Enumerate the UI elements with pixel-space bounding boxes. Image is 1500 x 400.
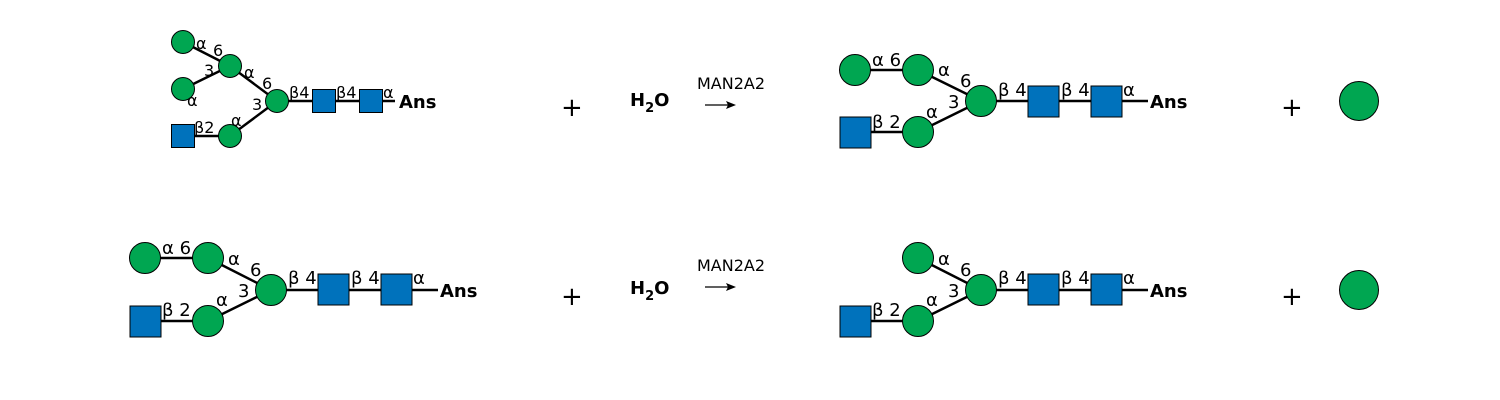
linkage-label: β 4 xyxy=(1061,80,1090,101)
glcnac-icon xyxy=(317,273,350,306)
mannose-icon xyxy=(965,85,997,117)
reaction-1-reactant-glycan: α 6 α 3 α 6 β2 α 3 β4 β4 α Ans xyxy=(171,30,436,148)
linkage-label: α xyxy=(926,290,938,311)
mannose-icon xyxy=(839,54,871,86)
linkage-label: α xyxy=(1123,268,1135,289)
reaction-arrow: MAN2A2 xyxy=(697,256,765,291)
linkage-label: α 6 xyxy=(162,238,191,259)
mannose-icon xyxy=(902,116,934,148)
glcnac-icon xyxy=(359,89,383,113)
water-molecule: H2O xyxy=(630,278,669,304)
glcnac-icon xyxy=(380,273,413,306)
mannose-icon xyxy=(902,54,934,86)
plus-sign: + xyxy=(561,282,583,312)
linkage-label: α 6 xyxy=(872,50,901,71)
linkage-label: 6 xyxy=(213,41,223,60)
enzyme-label: MAN2A2 xyxy=(697,74,765,93)
mannose-icon xyxy=(129,242,161,274)
reaction-arrow-icon xyxy=(705,283,736,291)
linkage-label: α xyxy=(938,249,950,270)
linkage-label: α xyxy=(926,102,938,123)
glcnac-icon xyxy=(1027,273,1060,306)
glcnac-icon xyxy=(1090,273,1123,306)
linkage-label: β4 xyxy=(336,83,356,102)
linkage-label: 6 xyxy=(960,260,971,281)
water-label: H2O xyxy=(630,278,669,304)
reaction-arrow: MAN2A2 xyxy=(697,74,765,109)
linkage-label: 6 xyxy=(262,74,272,93)
linkage-label: 3 xyxy=(948,92,959,113)
mannose-icon xyxy=(218,124,242,148)
plus-sign: + xyxy=(561,93,583,123)
mannose-icon xyxy=(265,89,289,113)
plus-sign: + xyxy=(1281,282,1303,312)
glcnac-icon xyxy=(312,89,336,113)
reaction-2: α 6 α 6 β 2 α 3 β 4 β 4 α Ans + H2O MAN2… xyxy=(129,238,1379,338)
aglycone-label: Ans xyxy=(399,92,436,113)
reaction-2-product-glycan: α 6 β 2 α 3 β 4 β 4 α Ans xyxy=(839,242,1187,338)
glcnac-icon xyxy=(171,124,195,148)
linkage-label: 3 xyxy=(252,95,262,114)
linkage-label: 3 xyxy=(948,281,959,302)
reaction-2-reactant-glycan: α 6 α 6 β 2 α 3 β 4 β 4 α Ans xyxy=(129,238,477,338)
aglycone-label: Ans xyxy=(1150,281,1187,302)
linkage-label: β 4 xyxy=(998,80,1027,101)
mannose-icon xyxy=(255,274,287,306)
linkage-label: β 4 xyxy=(351,268,380,289)
plus-sign: + xyxy=(1281,93,1303,123)
reaction-1: α 6 α 3 α 6 β2 α 3 β4 β4 α Ans + H2O MAN… xyxy=(171,30,1379,149)
linkage-label: β4 xyxy=(289,83,309,102)
mannose-icon xyxy=(171,77,195,101)
glcnac-icon xyxy=(129,305,162,338)
linkage-label: α xyxy=(187,91,198,110)
linkage-label: α xyxy=(244,63,255,82)
glcnac-icon xyxy=(839,116,872,149)
linkage-label: α xyxy=(413,268,425,289)
reaction-arrow-icon xyxy=(705,101,736,109)
mannose-icon xyxy=(902,305,934,337)
reaction-1-product-glycan: α 6 α 6 β 2 α 3 β 4 β 4 α Ans xyxy=(839,50,1187,149)
mannose-icon xyxy=(902,242,934,274)
enzyme-label: MAN2A2 xyxy=(697,256,765,275)
linkage-label: α xyxy=(196,34,207,53)
mannose-icon xyxy=(192,242,224,274)
linkage-label: β2 xyxy=(194,118,214,137)
mannose-icon xyxy=(218,54,242,78)
mannose-icon xyxy=(1339,270,1379,310)
linkage-label: 6 xyxy=(960,71,971,92)
water-label: H2O xyxy=(630,90,669,116)
glcnac-icon xyxy=(839,305,872,338)
linkage-label: β 2 xyxy=(872,300,901,321)
linkage-label: α xyxy=(938,60,950,81)
linkage-label: α xyxy=(216,290,228,311)
glcnac-icon xyxy=(1027,85,1060,118)
mannose-icon xyxy=(1339,81,1379,121)
mannose-icon xyxy=(192,305,224,337)
linkage-label: 6 xyxy=(250,260,261,281)
linkage-label: β 4 xyxy=(288,268,317,289)
linkage-label: β 2 xyxy=(162,300,191,321)
linkage-label: α xyxy=(1123,80,1135,101)
linkage-label: α xyxy=(231,111,242,130)
linkage-label: β 2 xyxy=(872,112,901,133)
linkage-label: α xyxy=(228,249,240,270)
linkage-label: β 4 xyxy=(1061,268,1090,289)
mannose-icon xyxy=(965,274,997,306)
aglycone-label: Ans xyxy=(1150,92,1187,113)
glcnac-icon xyxy=(1090,85,1123,118)
aglycone-label: Ans xyxy=(440,281,477,302)
linkage-label: α xyxy=(383,83,394,102)
linkage-label: 3 xyxy=(238,281,249,302)
water-molecule: H2O xyxy=(630,90,669,116)
mannose-icon xyxy=(171,30,195,54)
linkage-label: 3 xyxy=(204,61,214,80)
linkage-label: β 4 xyxy=(998,268,1027,289)
